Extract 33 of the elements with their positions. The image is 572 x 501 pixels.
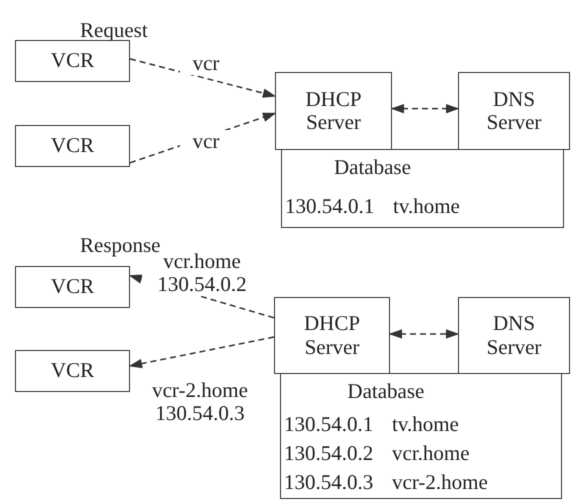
host-name: tv.home: [393, 192, 460, 220]
arrow: [128, 336, 274, 368]
table-heading: Database: [346, 378, 426, 405]
ip-address: 130.54.0.3: [284, 469, 374, 496]
device-box: [15, 125, 130, 167]
section-heading: Request: [80, 18, 148, 43]
box-label: VCR: [50, 359, 96, 383]
device-box: [15, 350, 130, 392]
ip-address: 130.54.0.2: [284, 440, 374, 467]
device-box: [458, 72, 570, 150]
ip-address: 130.54.0.1: [284, 411, 374, 438]
host-name: vcr-2.home: [392, 469, 488, 496]
host-name: tv.home: [392, 411, 460, 438]
database-table: [280, 373, 562, 499]
ip-address: 130.54.0.1: [285, 192, 376, 220]
box-label: DNS Server: [486, 312, 542, 359]
arrow: [130, 58, 276, 98]
box-label: VCR: [50, 49, 96, 73]
box-label: VCR: [50, 134, 96, 158]
arrow: [390, 104, 460, 114]
device-box: [274, 297, 390, 374]
box-label: DHCP Server: [304, 88, 363, 134]
arrow: [388, 329, 460, 339]
device-box: [15, 266, 130, 308]
database-table: [281, 149, 564, 228]
box-label: VCR: [50, 275, 96, 299]
host-name: vcr.home: [392, 440, 471, 467]
device-box: [275, 72, 392, 150]
box-label: DHCP Server: [302, 312, 362, 359]
table-heading: Database: [332, 154, 412, 181]
device-box: [15, 40, 130, 82]
box-label: DNS Server: [486, 88, 542, 134]
device-box: [458, 297, 570, 374]
